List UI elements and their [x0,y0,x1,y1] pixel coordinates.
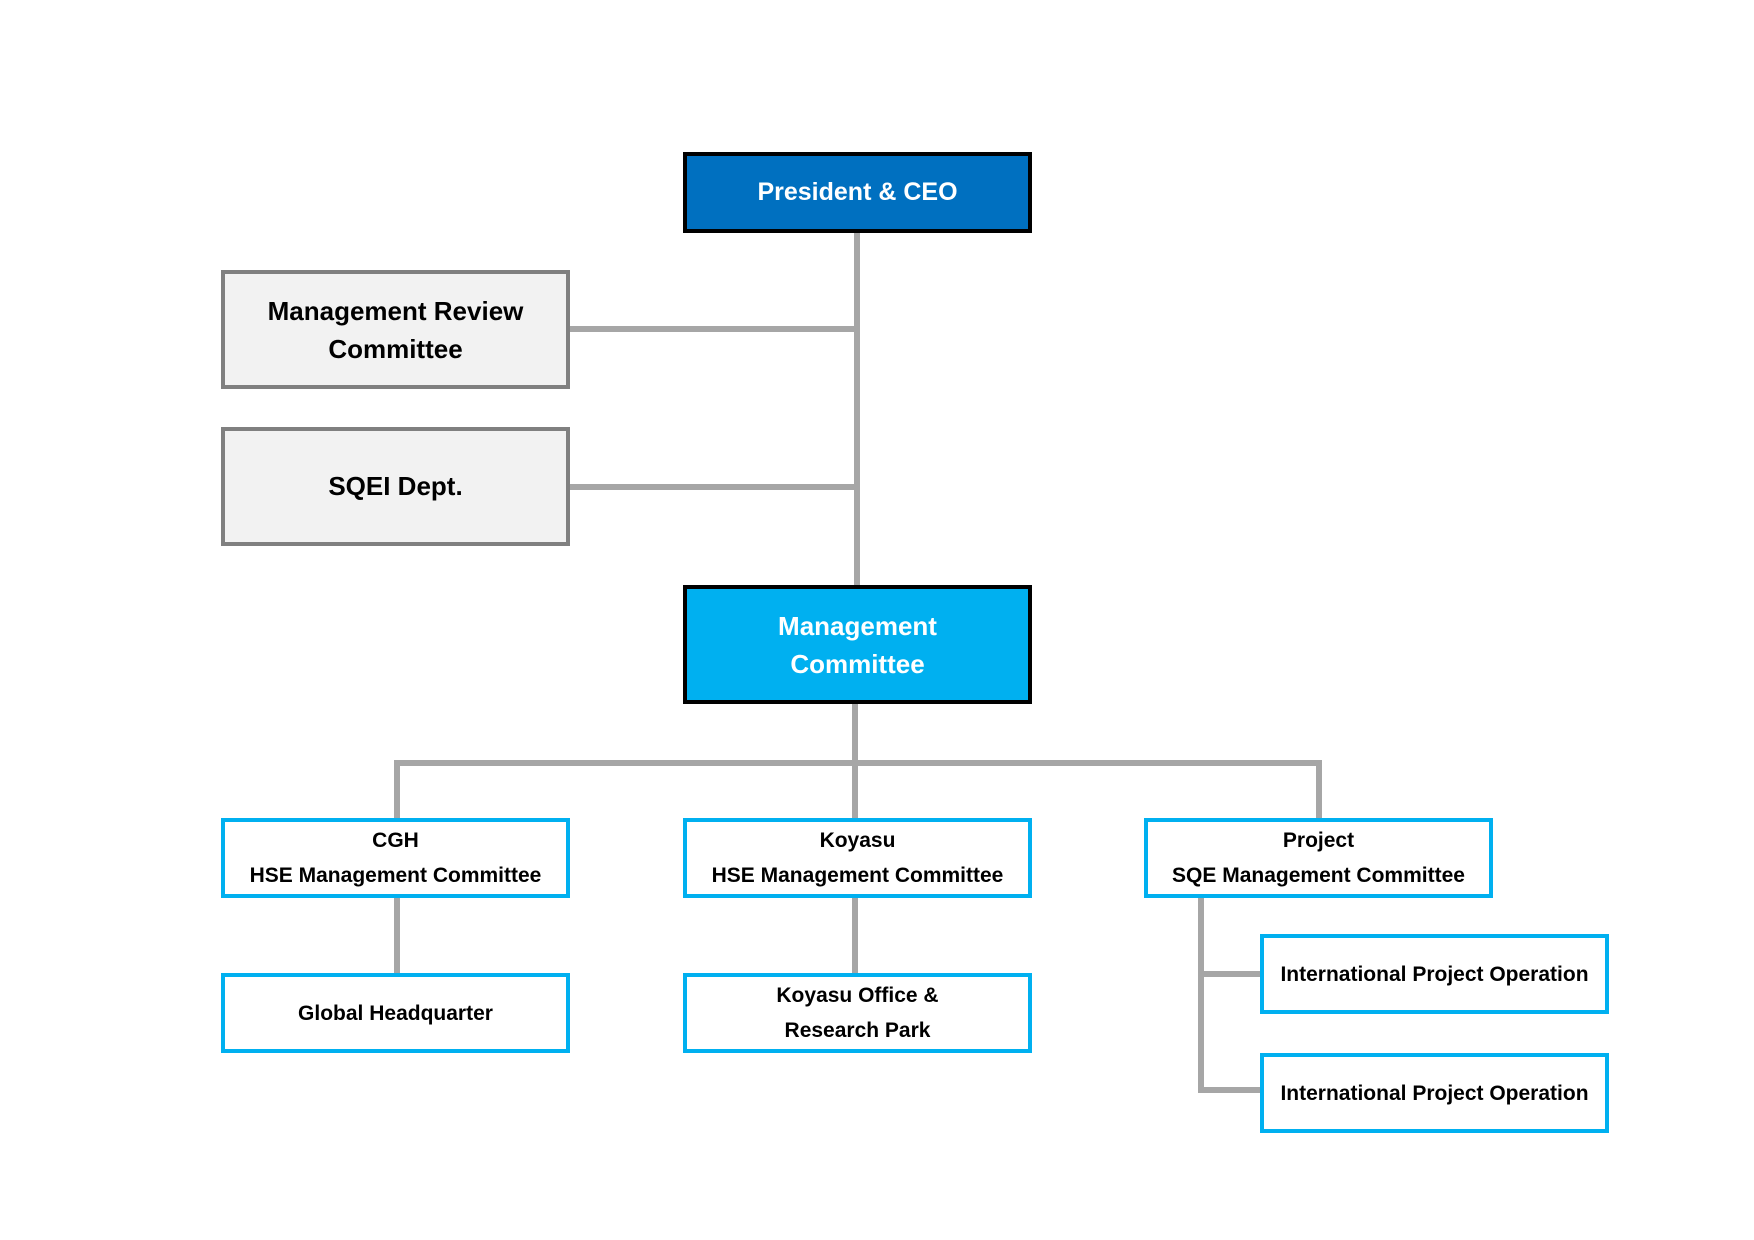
management-committee-label-line2: Committee [790,648,925,679]
cgh-committee-box: CGH HSE Management Committee [221,818,570,898]
koyasu-office-label-line1: Koyasu Office & [776,984,939,1007]
sqei-dept-label: SQEI Dept. [328,471,463,501]
cgh-committee-label-line2: HSE Management Committee [249,864,542,887]
international-project-operation-label-1: International Project Operation [1280,962,1589,986]
koyasu-committee-label-line2: HSE Management Committee [711,864,1004,887]
management-committee-box: Management Committee [683,585,1032,704]
koyasu-committee-box: Koyasu HSE Management Committee [683,818,1032,898]
global-headquarter-label: Global Headquarter [298,1001,493,1025]
project-committee-label-line2: SQE Management Committee [1172,864,1465,887]
global-headquarter-box: Global Headquarter [221,973,570,1053]
project-committee-label-line1: Project [1282,829,1355,852]
koyasu-office-label-line2: Research Park [784,1019,931,1042]
koyasu-committee-label-line1: Koyasu [819,829,896,852]
international-project-operation-box-1: International Project Operation [1260,934,1609,1014]
management-review-committee-label-line2: Committee [328,333,463,364]
management-committee-label-line1: Management [778,610,937,641]
international-project-operation-label-2: International Project Operation [1280,1081,1589,1105]
president-ceo-label: President & CEO [757,178,958,206]
sqei-dept-box: SQEI Dept. [221,427,570,546]
international-project-operation-box-2: International Project Operation [1260,1053,1609,1133]
management-review-committee-box: Management Review Committee [221,270,570,389]
cgh-committee-label-line1: CGH [372,829,419,852]
management-review-committee-label-line1: Management Review [267,295,524,326]
president-ceo-box: President & CEO [683,152,1032,233]
koyasu-office-box: Koyasu Office & Research Park [683,973,1032,1053]
project-committee-box: Project SQE Management Committee [1144,818,1493,898]
